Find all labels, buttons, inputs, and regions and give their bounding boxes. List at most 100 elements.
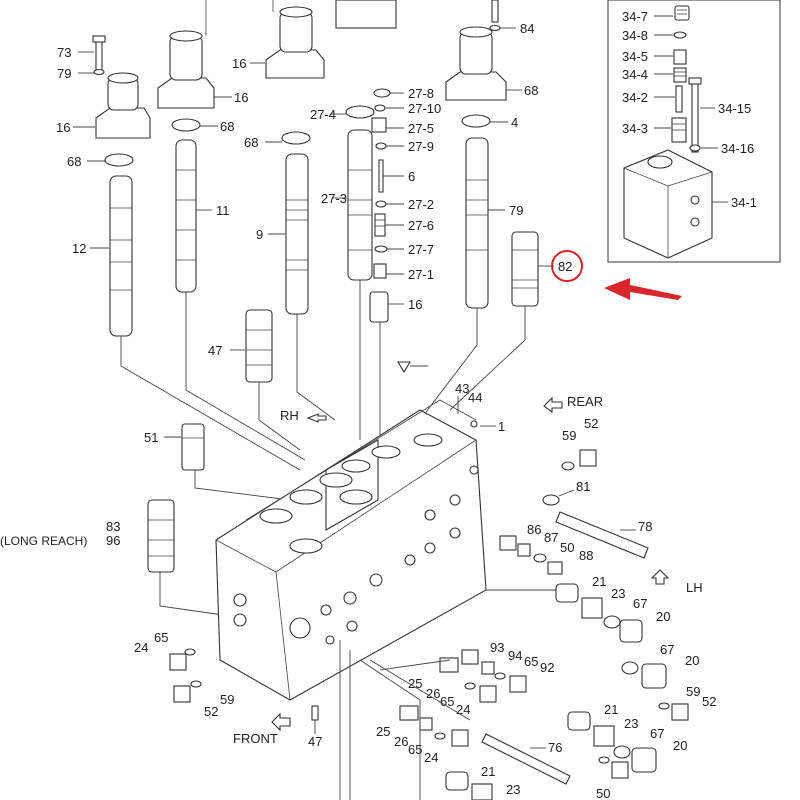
label-23-a: 23 [611,586,625,601]
label-34-15: 34-15 [718,101,751,116]
label-long-reach: (LONG REACH) [0,534,87,548]
rear-arrow-icon [543,396,563,414]
label-27-8: 27-8 [408,86,434,101]
lower-components: RH REAR 43 44 1 51 59 52 81 78 83 (L [0,381,716,800]
label-lh: LH [686,580,703,595]
label-92: 92 [540,660,554,675]
label-47-bottom: 47 [308,734,322,749]
label-34-2: 34-2 [622,90,648,105]
red-arrow-icon [604,278,682,300]
label-34-3: 34-3 [622,121,648,136]
label-52-c: 52 [702,694,716,709]
label-rh: RH [280,408,299,423]
label-94: 94 [508,648,522,663]
label-27-4: 6 [408,169,415,184]
label-86: 86 [527,522,541,537]
label-rear: REAR [567,394,603,409]
label-78: 78 [638,519,652,534]
label-21-b: 21 [604,702,618,717]
label-68-d: 27-4 [310,107,336,122]
label-25-a: 25 [408,676,422,691]
label-27-1: 16 [408,297,422,312]
lh-arrow-icon [650,569,670,585]
label-27-9: 27-9 [408,139,434,154]
label-51: 51 [144,430,158,445]
label-1: 1 [498,419,505,434]
label-34-4: 34-4 [622,67,648,82]
label-34-5: 34-5 [622,49,648,64]
label-59-b: 59 [220,692,234,707]
label-12: 12 [72,241,86,256]
label-67-a: 67 [633,596,647,611]
label-27-7: 27-1 [408,267,434,282]
label-20-a: 20 [656,609,670,624]
label-26-a: 26 [426,686,440,701]
label-59-c: 59 [686,684,700,699]
label-96: 96 [106,533,120,548]
label-52-a: 52 [584,416,598,431]
label-65-b: 65 [524,654,538,669]
label-16-second: 16 [234,90,248,105]
label-6: 27-3 [321,191,347,206]
label-87: 87 [544,530,558,545]
label-79-left: 79 [57,66,71,81]
label-23-c: 23 [506,782,520,797]
label-16-right: 68 [524,83,538,98]
label-27-5: 27-5 [408,121,434,136]
label-34-7: 34-7 [622,9,648,24]
label-82: 82 [558,259,572,274]
label-73: 73 [57,45,71,60]
label-50-a: 50 [560,540,574,555]
label-68-a: 68 [67,154,81,169]
label-67-c: 67 [650,726,664,741]
label-83: 83 [106,519,120,534]
label-34-16: 34-16 [721,141,754,156]
label-93: 93 [490,640,504,655]
label-76: 76 [548,740,562,755]
label-59-a: 59 [562,428,576,443]
upper-components: 73 79 16 16 68 68 11 [56,0,682,383]
label-34-1: 34-1 [731,195,757,210]
label-67-b: 67 [660,642,674,657]
label-27-2: 27-6 [408,218,434,233]
label-27-6: 27-7 [408,242,434,257]
label-43: 43 [455,381,469,396]
rh-arrow-icon [306,413,327,423]
label-26-b: 26 [394,734,408,749]
label-24-b: 24 [456,702,470,717]
label-68-c: 68 [244,135,258,150]
label-34-8: 34-8 [622,28,648,43]
label-21-c: 21 [481,764,495,779]
label-52-b: 52 [204,704,218,719]
assembly-lines [120,280,526,617]
label-68-e: 4 [511,115,518,130]
label-9: 9 [256,227,263,242]
label-27-3: 27-2 [408,197,434,212]
label-24-c: 24 [424,750,438,765]
label-4: 79 [509,203,523,218]
label-front: FRONT [233,731,278,746]
label-27-10: 27-10 [408,101,441,116]
label-23-b: 23 [624,716,638,731]
front-arrow-icon [271,712,291,732]
label-20-c: 20 [673,738,687,753]
label-21-a: 21 [592,574,606,589]
inset-detail-34: 34-7 34-8 34-5 34-4 34-2 34-15 34-3 34-1… [607,0,781,263]
label-11: 11 [216,203,230,218]
label-65-d: 65 [408,742,422,757]
label-20-b: 20 [685,653,699,668]
label-88: 88 [579,548,593,563]
label-81: 81 [576,479,590,494]
callout-circle [551,250,583,282]
label-65-c: 65 [440,694,454,709]
label-50-b: 50 [596,786,610,800]
label-25-b: 25 [376,724,390,739]
label-65-a: 65 [154,630,168,645]
label-84: 47 [208,343,222,358]
label-16-third: 16 [232,56,246,71]
label-24-a: 24 [134,640,148,655]
label-44: 44 [468,390,482,405]
label-79-right: 84 [520,21,534,36]
main-valve-block [215,399,487,701]
